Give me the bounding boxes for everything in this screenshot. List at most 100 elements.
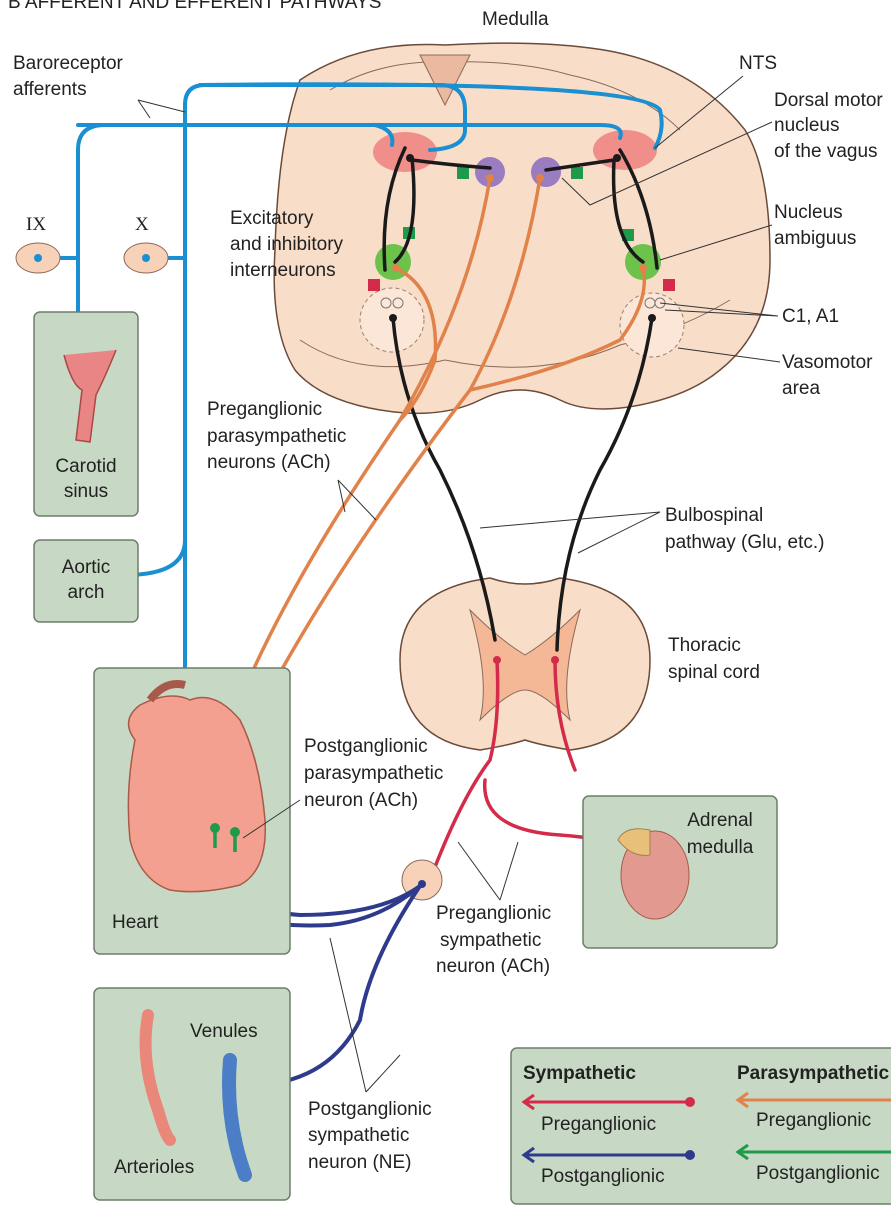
thoracic-label-2: spinal cord: [668, 662, 760, 683]
aortic-arch-box: [33, 539, 139, 623]
baroreceptor-label-1: Baroreceptor: [13, 53, 124, 74]
heart-label: Heart: [112, 912, 159, 933]
pregang-para-label-3: neurons (ACh): [207, 452, 331, 473]
postgang-para-leader: [242, 799, 301, 839]
nts-right: [593, 130, 657, 170]
para-postgang-cell-2: [230, 827, 240, 837]
na-cell-left: [392, 264, 400, 272]
pregang-para-label-2: parasympathetic: [207, 426, 346, 447]
postgang-symp-label-1: Postganglionic: [308, 1099, 432, 1120]
adrenal-label-1: Adrenal: [687, 810, 753, 831]
aorta-shape: [146, 680, 186, 703]
vasomotor-label-1: Vasomotor: [782, 352, 873, 373]
carotid-artery-shape: [63, 349, 117, 443]
medulla-label: Medulla: [482, 9, 549, 30]
inhibitory-marker: [663, 279, 675, 291]
bulbospinal-label-1: Bulbospinal: [665, 505, 763, 526]
figure-header: B AFFERENT AND EFFERENT PATHWAYS: [8, 0, 381, 13]
c1-neuron-left: [380, 297, 392, 309]
c1a1-label: C1, A1: [782, 306, 839, 327]
iml-cell-right: [551, 656, 559, 664]
bulbospinal-left: [391, 316, 497, 642]
postgang-para-label-3: neuron (ACh): [304, 790, 418, 811]
heart-shape: [127, 695, 267, 893]
postgang-para-label-2: parasympathetic: [304, 763, 443, 784]
x-label: X: [135, 214, 149, 235]
dorsal-motor-nucleus-right: [531, 157, 561, 187]
venule-shape: [222, 1053, 252, 1182]
vasomotor-label-2: area: [782, 378, 820, 399]
medulla-outline: [273, 42, 771, 415]
dmnv-cell-left: [486, 174, 494, 182]
medulla-inner-contour: [329, 61, 681, 131]
dorsal-motor-label-2: nucleus: [774, 115, 840, 136]
postgang-symp-leader: [329, 937, 401, 1093]
para-postgang-cell-1: [210, 823, 220, 833]
bulbospinal-leader: [479, 511, 661, 554]
pregang-symp-label-3: neuron (ACh): [436, 956, 550, 977]
vasomotor-leader: [677, 347, 781, 363]
carotid-label-1: Carotid: [55, 456, 116, 477]
spinal-cord-section: [399, 577, 651, 751]
pregang-para-leader: [337, 479, 377, 521]
a1-neuron-left: [392, 297, 404, 309]
arteriole-shape: [139, 1009, 176, 1146]
ix-label: IX: [26, 214, 46, 235]
vagal-afferent-path-right: [198, 82, 664, 150]
ix-to-nts-left: [76, 122, 395, 147]
legend-para-pre-terminal: [735, 1091, 749, 1109]
dorsal-motor-leader: [561, 121, 773, 206]
pregang-para-label-1: Preganglionic: [207, 399, 322, 420]
legend-symp-post-cell: [685, 1150, 695, 1160]
ix-cell-body: [34, 254, 42, 262]
interneurons-label-2: and inhibitory: [230, 234, 344, 255]
bulbospinal-right: [555, 316, 654, 652]
interneuron-left-descending: [382, 146, 407, 272]
nts-neuron-right: [613, 154, 621, 162]
postgang-to-vessels: [258, 884, 422, 1087]
legend-symp-post-label: Postganglionic: [541, 1166, 665, 1187]
fourth-ventricle: [419, 54, 471, 107]
adrenal-label-2: medulla: [687, 837, 754, 858]
interneurons-label-3: interneurons: [230, 260, 336, 281]
interneurons-label-1: Excitatory: [230, 208, 314, 229]
baroreceptor-label-2: afferents: [13, 79, 87, 100]
legend: Sympathetic Parasympathetic Preganglioni…: [510, 1047, 891, 1205]
postgang-symp-label-3: neuron (NE): [308, 1152, 412, 1173]
na-cell-right: [639, 264, 647, 272]
interneuron-right-descending: [618, 148, 659, 270]
ambiguus-label-1: Nucleus: [774, 202, 843, 223]
nts-leader: [654, 75, 744, 149]
venules-label: Venules: [190, 1021, 258, 1042]
vasomotor-neuron-left: [389, 314, 397, 322]
iml-cell-left: [493, 656, 501, 664]
dorsal-motor-label-3: of the vagus: [774, 141, 878, 162]
legend-symp-pre-terminal: [521, 1093, 535, 1111]
dorsal-motor-label-1: Dorsal motor: [774, 90, 883, 111]
inhibitory-marker: [368, 279, 380, 291]
nucleus-ambiguus-left-efferent: [394, 266, 438, 422]
baroreceptor-leader: [137, 99, 186, 119]
carotid-label-2: sinus: [64, 481, 108, 502]
legend-box: [510, 1047, 891, 1205]
legend-sympathetic-title: Sympathetic: [523, 1063, 636, 1084]
nts-neuron-left: [406, 154, 414, 162]
arterioles-label: Arterioles: [114, 1157, 194, 1178]
legend-para-post-terminal: [735, 1143, 749, 1161]
x-cell-body: [142, 254, 150, 262]
legend-symp-pre-cell: [685, 1097, 695, 1107]
medulla-section: [273, 42, 771, 415]
c1a1-leader: [659, 302, 779, 317]
legend-para-post-label: Postganglionic: [756, 1163, 880, 1184]
legend-symp-post-terminal: [521, 1146, 535, 1164]
dmnv-cell-right: [536, 174, 544, 182]
nts-label: NTS: [739, 53, 777, 74]
aortic-label-2: arch: [68, 582, 105, 603]
pregang-symp-label-2: sympathetic: [440, 930, 541, 951]
pregang-symp-leader: [457, 841, 519, 901]
adrenal-shape: [617, 828, 651, 856]
nts-to-dmnv-right: [544, 158, 616, 172]
legend-symp-pre-label: Preganglionic: [541, 1114, 656, 1135]
a1-neuron-right: [654, 297, 666, 309]
